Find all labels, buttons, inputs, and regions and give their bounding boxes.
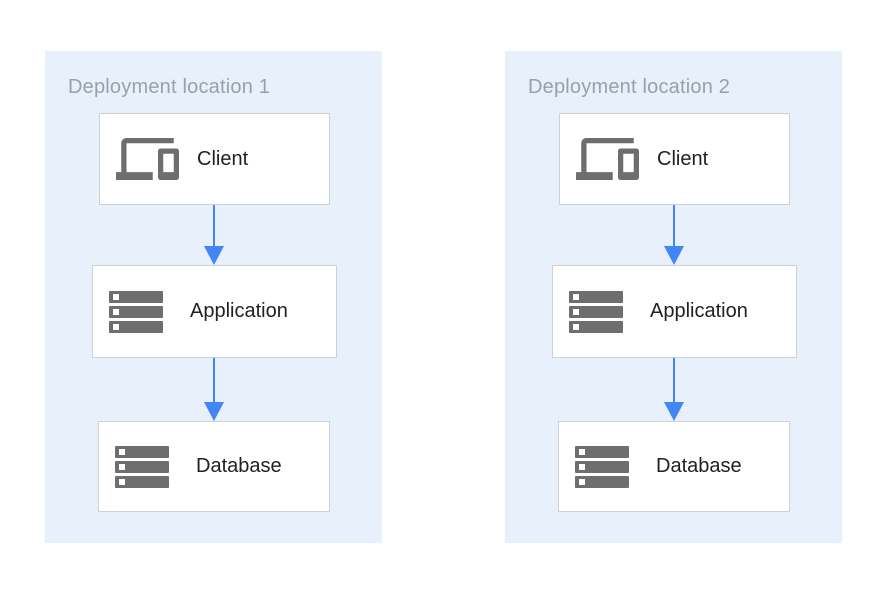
arrow-head-icon	[204, 246, 224, 265]
server-stack-icon	[109, 290, 172, 333]
deployment-zone-1-title: Deployment location 1	[68, 76, 271, 98]
arrow-application-to-database-1	[203, 358, 225, 421]
arrow-head-icon	[204, 402, 224, 421]
arrow-line	[672, 205, 676, 246]
database-node-1: Database	[98, 421, 330, 512]
database-node-2-label: Database	[656, 455, 742, 477]
server-stack-icon	[575, 445, 638, 488]
arrow-client-to-application-2	[663, 205, 685, 265]
application-node-2-label: Application	[650, 300, 748, 322]
arrow-client-to-application-1	[203, 205, 225, 265]
deployment-zone-2: Deployment location 2 Client Application	[505, 51, 842, 543]
arrow-line	[212, 358, 216, 402]
client-node-1: Client	[99, 113, 330, 205]
arrow-head-icon	[664, 246, 684, 265]
server-stack-icon	[569, 290, 632, 333]
arrow-line	[212, 205, 216, 246]
application-node-2: Application	[552, 265, 797, 358]
deployment-zone-2-title: Deployment location 2	[528, 76, 731, 98]
devices-icon	[116, 138, 179, 180]
client-node-1-label: Client	[197, 147, 249, 170]
application-node-1: Application	[92, 265, 337, 358]
arrow-head-icon	[664, 402, 684, 421]
client-node-2: Client	[559, 113, 790, 205]
arrow-line	[672, 358, 676, 402]
database-node-1-label: Database	[196, 455, 282, 477]
server-stack-icon	[115, 445, 178, 488]
arrow-application-to-database-2	[663, 358, 685, 421]
database-node-2: Database	[558, 421, 790, 512]
client-node-2-label: Client	[657, 147, 709, 170]
application-node-1-label: Application	[190, 300, 288, 322]
devices-icon	[576, 138, 639, 180]
deployment-zone-1: Deployment location 1 Client Application	[45, 51, 382, 543]
